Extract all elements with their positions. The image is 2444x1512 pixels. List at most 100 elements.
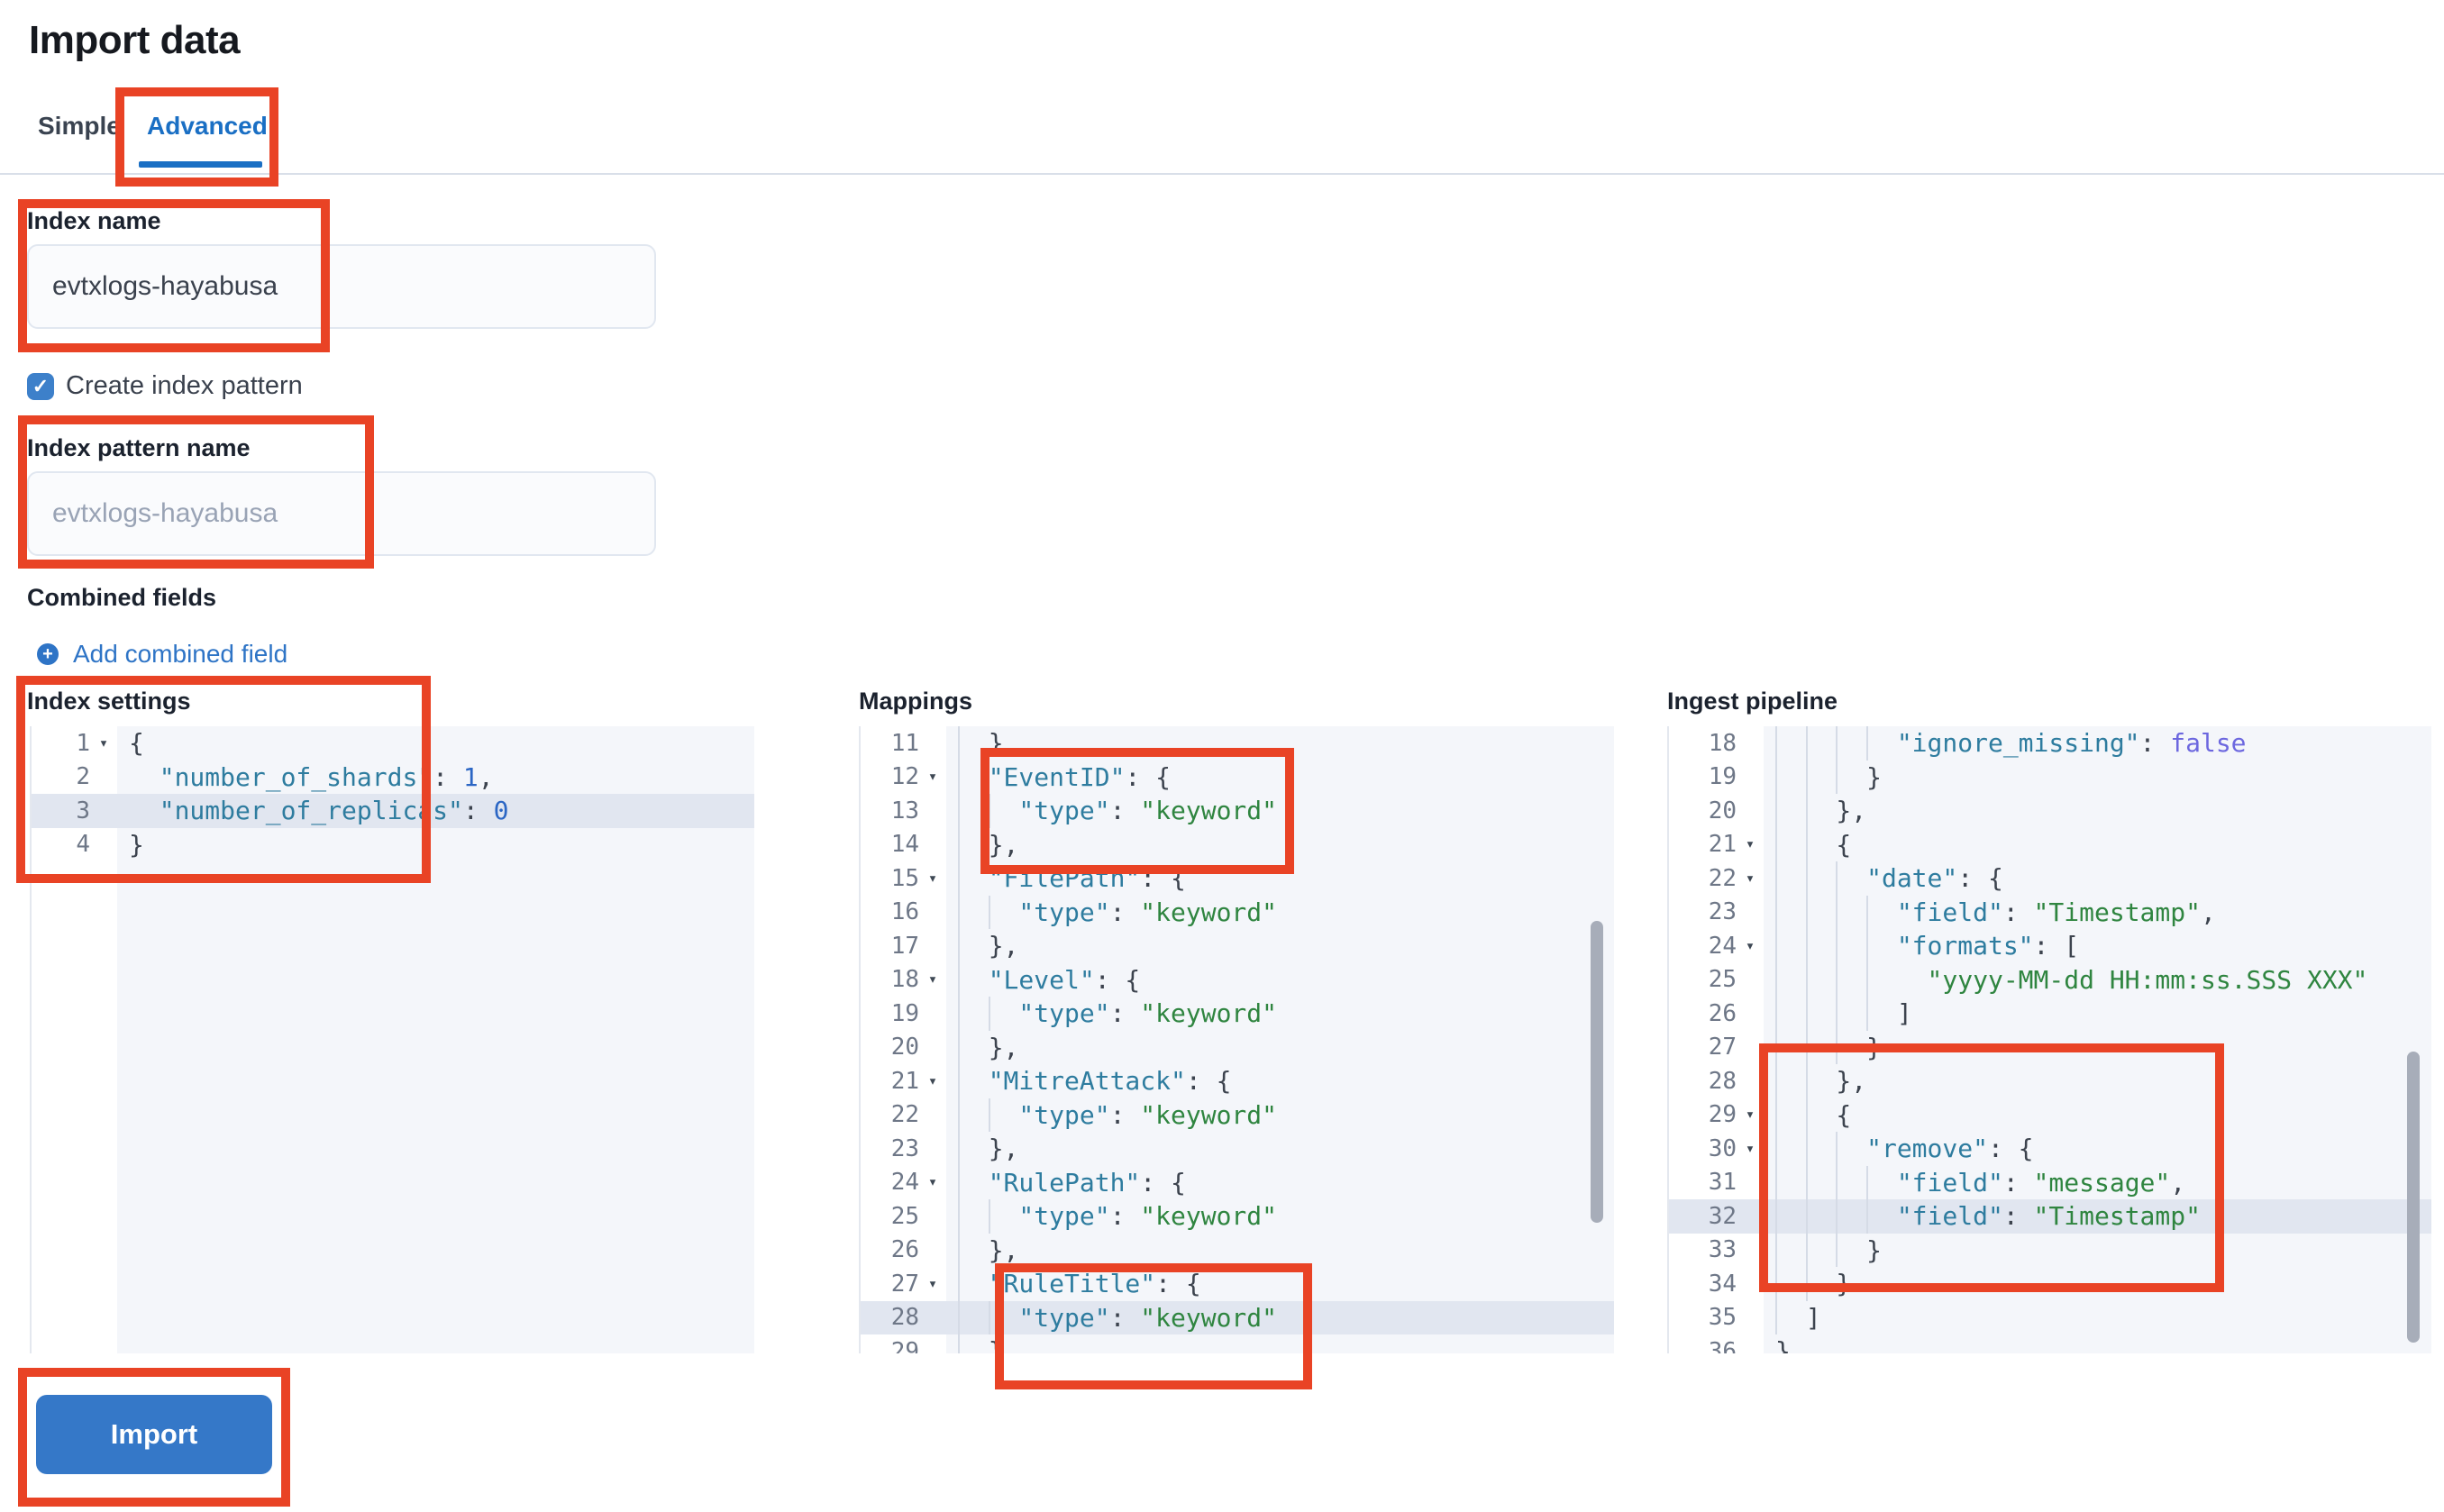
fold-caret-icon[interactable]: ▾	[1745, 869, 1755, 888]
gutter-line: 4	[76, 831, 90, 859]
indent-guide	[958, 929, 989, 963]
gutter-line: 35	[1708, 1304, 1737, 1332]
fold-caret-icon[interactable]: ▾	[1745, 1106, 1755, 1125]
create-index-pattern-checkbox[interactable]: ✓	[27, 373, 54, 400]
code-line: }	[129, 829, 144, 860]
checkmark-icon: ✓	[32, 375, 50, 397]
code-line: },	[946, 1030, 1614, 1064]
fold-caret-icon[interactable]: ▾	[927, 970, 938, 989]
indent-guide	[958, 895, 989, 929]
fold-caret-icon[interactable]: ▾	[1745, 835, 1755, 854]
indent-guide	[1775, 962, 1806, 997]
gutter-line: 21▾	[1669, 828, 1764, 862]
fold-caret-icon[interactable]: ▾	[927, 1274, 938, 1293]
indent-guide	[1775, 760, 1806, 794]
code-area[interactable]: { "number_of_shards": 1, "number_of_repl…	[117, 726, 754, 1353]
gutter-line: 29	[890, 1337, 919, 1353]
indent-guide	[1805, 929, 1837, 963]
code-line: "EventID": {	[946, 760, 1614, 794]
code-line: "type": "keyword"	[946, 1199, 1614, 1234]
index-pattern-name-label: Index pattern name	[27, 434, 251, 461]
code-line: },	[1764, 794, 2431, 828]
indent-guide	[1836, 929, 1866, 963]
gutter-line: 26	[890, 1236, 919, 1264]
indent-guide	[1775, 929, 1806, 963]
indent-guide	[1775, 1267, 1806, 1301]
fold-caret-icon[interactable]: ▾	[927, 768, 938, 787]
indent-guide	[1775, 1098, 1806, 1132]
tab-simple[interactable]: Simple	[38, 112, 121, 140]
indent-guide	[958, 1165, 989, 1199]
indent-guide	[958, 1030, 989, 1064]
indent-guide	[958, 760, 989, 794]
indent-guide	[958, 1064, 989, 1098]
indent-guide	[1805, 1064, 1837, 1098]
indent-guide	[958, 1334, 989, 1353]
code-line: }	[1775, 1336, 1791, 1353]
fold-caret-icon[interactable]: ▾	[927, 869, 938, 888]
add-combined-field-label: Add combined field	[73, 640, 288, 668]
create-index-pattern-label[interactable]: Create index pattern	[66, 371, 303, 400]
fold-caret-icon[interactable]: ▾	[927, 1071, 938, 1090]
code-line: "number_of_shards": 1,	[159, 761, 494, 792]
indent-guide	[1866, 997, 1897, 1031]
plus-in-circle-icon: +	[37, 643, 59, 665]
indent-guide	[1836, 1165, 1866, 1199]
fold-caret-icon[interactable]: ▾	[1745, 936, 1755, 955]
indent-guide	[1805, 861, 1837, 896]
code-line: },	[1764, 1064, 2431, 1098]
ingest-pipeline-scrollbar[interactable]	[2407, 1052, 2420, 1343]
gutter-line: 25	[1708, 966, 1737, 994]
code-line: "formats": [	[1764, 929, 2431, 963]
import-button[interactable]: Import	[36, 1395, 272, 1474]
code-line: }	[1764, 760, 2431, 794]
indent-guide	[1836, 760, 1866, 794]
index-name-label: Index name	[27, 207, 161, 234]
code-line: },	[946, 929, 1614, 963]
indent-guide	[1866, 962, 1897, 997]
index-settings-label: Index settings	[27, 688, 191, 715]
gutter-line: 29▾	[1669, 1098, 1764, 1133]
gutter-line: 11	[890, 729, 919, 757]
fold-caret-icon[interactable]: ▾	[927, 1173, 938, 1192]
indent-guide	[1866, 895, 1897, 929]
fold-caret-icon[interactable]: ▾	[1745, 1139, 1755, 1158]
indent-guide	[1775, 1233, 1806, 1267]
indent-guide	[1775, 1165, 1806, 1199]
code-area[interactable]: "ignore_missing": false}},{"date": {"fie…	[1764, 726, 2431, 1353]
mappings-label: Mappings	[859, 688, 972, 715]
indent-guide	[1775, 1064, 1806, 1098]
indent-guide	[1805, 962, 1837, 997]
code-line: "type": "keyword"	[946, 1098, 1614, 1132]
indent-guide	[1836, 1233, 1866, 1267]
index-pattern-name-input[interactable]	[27, 471, 656, 556]
code-line: "field": "message",	[1764, 1165, 2431, 1199]
gutter-line: 21▾	[861, 1064, 946, 1098]
gutter-line: 16	[890, 898, 919, 926]
gutter-line: 14	[890, 831, 919, 859]
gutter-line: 32	[1669, 1199, 1764, 1234]
indent-guide	[1836, 726, 1866, 761]
fold-caret-icon[interactable]: ▾	[98, 733, 109, 752]
indent-guide	[1805, 1030, 1837, 1064]
mappings-scrollbar[interactable]	[1591, 921, 1603, 1223]
indent-guide	[958, 726, 989, 761]
gutter-line: 17	[890, 932, 919, 960]
code-line: },	[946, 1233, 1614, 1267]
add-combined-field-link[interactable]: + Add combined field	[37, 640, 287, 669]
code-line: "number_of_replicas": 0	[117, 794, 754, 828]
gutter-line: 19	[1708, 763, 1737, 791]
code-line: "field": "Timestamp"	[1764, 1199, 2431, 1234]
code-line: },	[946, 1132, 1614, 1166]
index-name-input[interactable]	[27, 244, 656, 329]
indent-guide	[1836, 861, 1866, 896]
code-line: "FilePath": {	[946, 861, 1614, 896]
code-area[interactable]: }, "EventID": { "type": "keyword"}, "FilePa…	[946, 726, 1614, 1353]
indent-guide	[1805, 997, 1837, 1031]
tab-advanced[interactable]: Advanced	[147, 112, 268, 140]
